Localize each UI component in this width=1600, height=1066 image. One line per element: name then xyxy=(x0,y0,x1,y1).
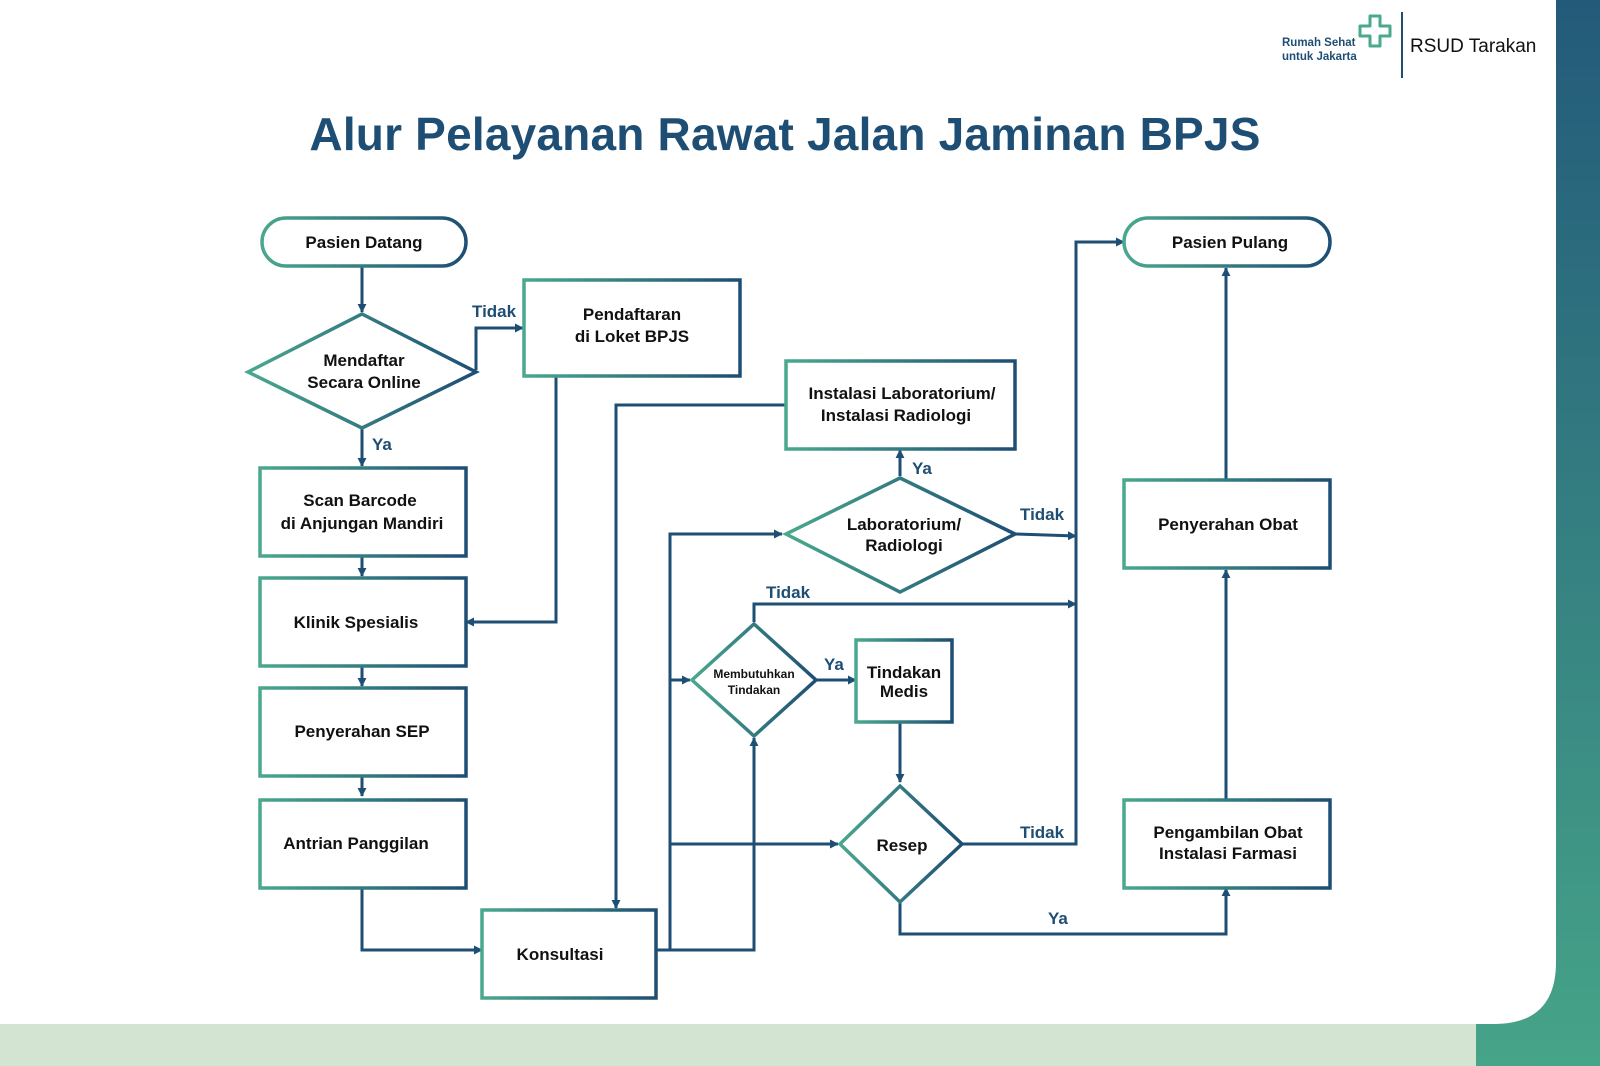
edge-tindakan-tidak xyxy=(752,599,1077,622)
edge-label-resep-tidak: Tidak xyxy=(1020,823,1065,842)
label-tindakan-medis-1: Tindakan xyxy=(867,663,941,682)
edge-konsultasi-tindakan-bottom xyxy=(656,737,759,952)
label-tindakan-medis-2: Medis xyxy=(880,682,928,701)
edge-label-resep-ya: Ya xyxy=(1048,909,1068,928)
edge-online-loket xyxy=(474,323,524,370)
node-pasien-pulang xyxy=(1122,216,1332,268)
label-pendaftaran-loket-1: Pendaftaran xyxy=(583,305,681,324)
edge-konsultasi-labdecision xyxy=(656,529,783,952)
health-cross-icon xyxy=(1358,14,1392,48)
logo-separator xyxy=(1401,12,1403,78)
hospital-name: RSUD Tarakan xyxy=(1410,36,1537,57)
edge-label-online-ya: Ya xyxy=(372,435,392,454)
label-instalasi-lab-2: Instalasi Radiologi xyxy=(821,406,971,425)
edge-label-online-tidak: Tidak xyxy=(472,302,517,321)
label-mendaftar-online-1: Mendaftar xyxy=(323,351,405,370)
label-pasien-datang: Pasien Datang xyxy=(305,233,422,252)
edge-antrian-konsultasi xyxy=(360,888,483,955)
label-pengambilan-obat-1: Pengambilan Obat xyxy=(1153,823,1303,842)
page-card-corner xyxy=(1476,0,1556,1024)
label-membutuhkan-tindakan-2: Tindakan xyxy=(728,683,780,697)
node-instalasi-lab xyxy=(784,359,1017,451)
node-klinik-spesialis xyxy=(258,576,468,668)
label-scan-barcode-2: di Anjungan Mandiri xyxy=(281,514,444,533)
node-pasien-datang xyxy=(260,216,468,268)
label-resep: Resep xyxy=(876,836,927,855)
edge-label-tindakan-tidak: Tidak xyxy=(766,583,811,602)
brand-tagline: Rumah Sehat untuk Jakarta xyxy=(1282,36,1402,64)
label-scan-barcode-1: Scan Barcode xyxy=(303,491,416,510)
edge-resep-tidak xyxy=(962,237,1125,846)
node-penyerahan-obat xyxy=(1122,478,1332,570)
node-mendaftar-online xyxy=(244,312,480,430)
nodes xyxy=(244,216,1332,1000)
edge-lab-konsultasi xyxy=(611,403,786,909)
node-resep xyxy=(837,783,965,905)
brand-tagline-line2: untuk Jakarta xyxy=(1282,51,1357,63)
label-pengambilan-obat-2: Instalasi Farmasi xyxy=(1159,844,1297,863)
edge-loket-klinik xyxy=(465,376,558,627)
footer-band xyxy=(0,1024,1600,1066)
node-pendaftaran-loket xyxy=(522,278,742,378)
node-pengambilan-obat xyxy=(1122,798,1332,890)
node-scan-barcode xyxy=(258,466,468,558)
label-antrian-panggilan: Antrian Panggilan xyxy=(283,834,428,853)
label-instalasi-lab-1: Instalasi Laboratorium/ xyxy=(808,384,995,403)
label-mendaftar-online-2: Secara Online xyxy=(307,373,420,392)
label-penyerahan-sep: Penyerahan SEP xyxy=(294,722,429,741)
label-klinik-spesialis: Klinik Spesialis xyxy=(294,613,419,632)
connectors xyxy=(357,237,1231,955)
node-lab-radiologi xyxy=(782,476,1019,594)
label-pendaftaran-loket-2: di Loket BPJS xyxy=(575,327,689,346)
label-membutuhkan-tindakan-1: Membutuhkan xyxy=(713,667,794,681)
edge-labdecision-tidak xyxy=(1014,531,1077,541)
edge-resep-ya xyxy=(898,887,1231,936)
edge-label-tindakan-ya: Ya xyxy=(824,655,844,674)
node-tindakan-medis xyxy=(854,638,954,724)
label-lab-radiologi-1: Laboratorium/ xyxy=(847,515,962,534)
node-konsultasi xyxy=(480,908,658,1000)
edge-label-lab-tidak: Tidak xyxy=(1020,505,1065,524)
node-penyerahan-sep xyxy=(258,686,468,778)
label-pasien-pulang: Pasien Pulang xyxy=(1172,233,1288,252)
edge-label-lab-ya: Ya xyxy=(912,459,932,478)
label-konsultasi: Konsultasi xyxy=(517,945,604,964)
node-membutuhkan-tindakan xyxy=(689,621,819,739)
node-antrian-panggilan xyxy=(258,798,468,890)
label-penyerahan-obat: Penyerahan Obat xyxy=(1158,515,1298,534)
label-lab-radiologi-2: Radiologi xyxy=(865,536,942,555)
brand-tagline-line1: Rumah Sehat xyxy=(1282,37,1356,49)
page-title: Alur Pelayanan Rawat Jalan Jaminan BPJS xyxy=(309,108,1261,160)
